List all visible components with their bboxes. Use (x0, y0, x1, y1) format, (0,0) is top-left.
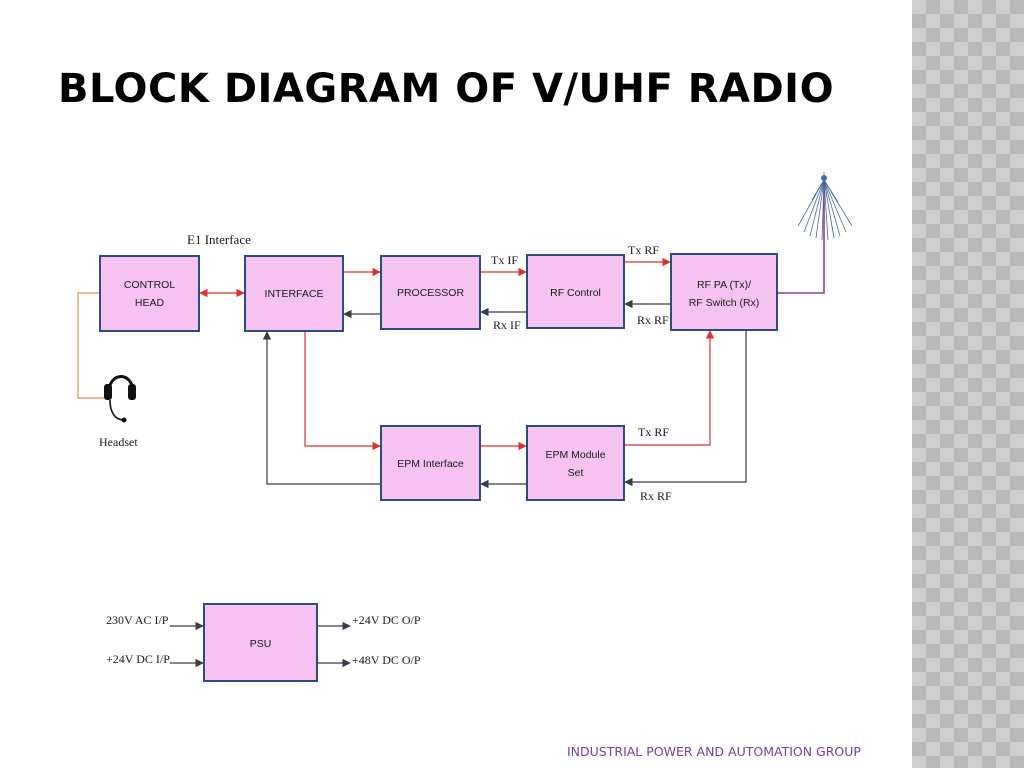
rx-if-label: Rx IF (493, 318, 521, 332)
epm-interface-block: EPM Interface (380, 425, 481, 501)
psu-out-24-label: +24V DC O/P (352, 613, 421, 627)
decorative-sidebar (912, 0, 1024, 768)
epm-module-label-2: Set (568, 467, 584, 479)
psu-block: PSU (203, 603, 318, 682)
epm-module-label-1: EPM Module (545, 449, 605, 461)
tx-rf-top-label: Tx RF (628, 243, 659, 257)
rx-rf-bottom-label: Rx RF (640, 489, 672, 503)
control-head-block: CONTROL HEAD (99, 255, 200, 332)
psu-out-48-label: +48V DC O/P (352, 653, 421, 667)
psu-label: PSU (250, 638, 272, 650)
processor-block: PROCESSOR (380, 255, 481, 330)
rf-pa-label-2: RF Switch (Rx) (689, 297, 760, 309)
control-head-label-1: CONTROL (124, 279, 175, 291)
control-head-label-2: HEAD (135, 297, 165, 309)
psu-in-dc-label: +24V DC I/P (106, 652, 170, 666)
headset-cable (77, 292, 108, 399)
arrow-tx-rf-bottom (625, 330, 715, 446)
rf-pa-label-1: RF PA (Tx)/ (697, 279, 751, 291)
tx-if-label: Tx IF (491, 253, 518, 267)
epm-interface-label: EPM Interface (397, 458, 464, 470)
antenna-icon (797, 172, 853, 241)
arrow-interface-to-epm (304, 332, 381, 451)
interface-block: INTERFACE (244, 255, 344, 332)
e1-interface-label: E1 Interface (187, 232, 251, 247)
headset-icon (104, 375, 136, 423)
headset-label: Headset (99, 435, 138, 449)
rx-rf-top-label: Rx RF (637, 313, 669, 327)
interface-label: INTERFACE (265, 288, 324, 300)
slide-title: BLOCK DIAGRAM OF V/UHF RADIO (58, 66, 835, 112)
processor-label: PROCESSOR (397, 287, 465, 299)
arrow-rx-rf-bottom (624, 331, 747, 487)
footer-org-name: INDUSTRIAL POWER AND AUTOMATION GROUP (567, 744, 861, 759)
arrow-epm-to-interface (262, 331, 380, 485)
tx-rf-bottom-label: Tx RF (638, 425, 669, 439)
antenna-feed (778, 182, 825, 294)
psu-in-ac-label: 230V AC I/P (106, 613, 169, 627)
epm-module-block: EPM Module Set (526, 425, 625, 501)
rf-control-label: RF Control (550, 287, 601, 299)
rf-control-block: RF Control (526, 254, 625, 329)
rf-pa-block: RF PA (Tx)/ RF Switch (Rx) (670, 253, 778, 331)
